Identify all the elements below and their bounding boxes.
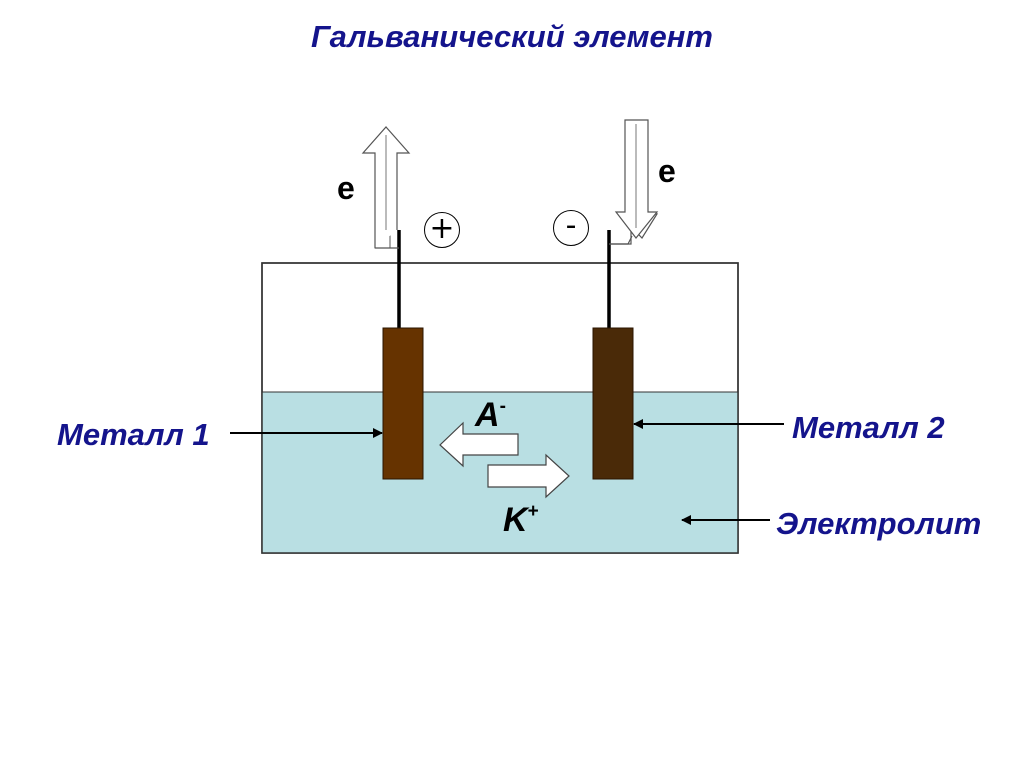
positive-terminal-icon: +: [424, 212, 460, 248]
electron-label-left: e: [337, 170, 355, 206]
electrode-metal-1: [382, 327, 424, 480]
electrode-metal-2: [592, 327, 634, 480]
metal-1-label: Металл 1: [57, 417, 210, 452]
cation-arrow-right-icon: [487, 453, 570, 499]
cation-charge: +: [527, 500, 539, 522]
cation-label: K+: [503, 500, 539, 539]
anion-label: A-: [475, 395, 506, 434]
cation-symbol: K: [503, 501, 528, 539]
anion-symbol: A: [475, 396, 500, 434]
metal-2-label: Металл 2: [792, 410, 945, 445]
electron-arrow-down-connector: [609, 235, 633, 245]
anion-arrow-left-icon: [439, 421, 519, 468]
anion-charge: -: [499, 395, 506, 417]
electron-label-right: e: [658, 153, 676, 189]
slide-title: Гальванический элемент: [311, 19, 713, 54]
vessel-outline: [261, 262, 739, 554]
negative-terminal-icon: -: [553, 210, 589, 246]
electrolyte-label: Электролит: [776, 506, 982, 541]
